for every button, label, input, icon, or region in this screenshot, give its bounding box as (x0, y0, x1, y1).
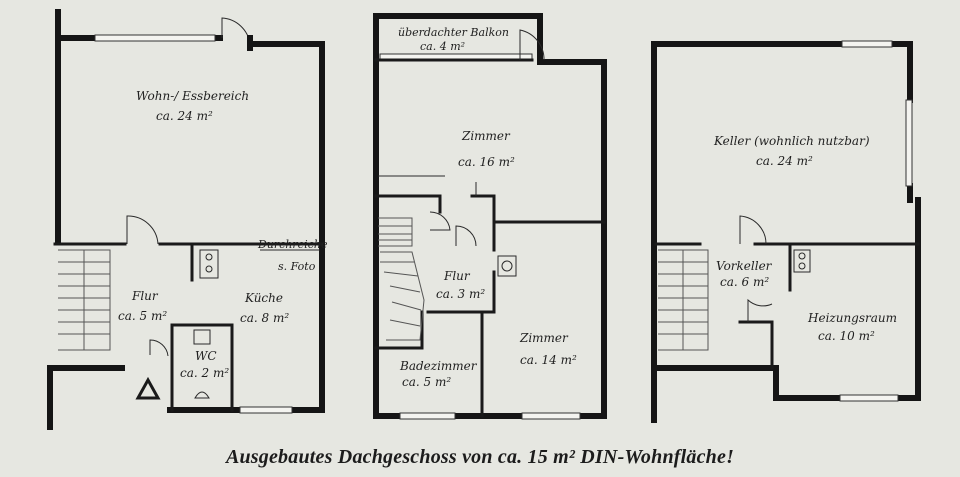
room-area-zimmer1: ca. 16 m² (458, 155, 515, 169)
upper-floor-plan: überdachter Balkon ca. 4 m² Zimmer ca. 1… (373, 13, 607, 420)
staircase-upper (378, 217, 425, 341)
room-name-kueche: Küche (244, 291, 283, 305)
room-area-wc: ca. 2 m² (180, 366, 229, 380)
entrance-marker-icon (135, 376, 161, 400)
note-foto: s. Foto (278, 260, 316, 273)
caption: Ausgebautes Dachgeschoss von ca. 15 m² D… (225, 446, 735, 468)
ground-floor-plan: Wohn-/ Essbereich ca. 24 m² Flur ca. 5 m… (47, 9, 328, 430)
room-name-wc: WC (195, 349, 217, 363)
note-durchreiche: Durchreiche (257, 238, 328, 251)
room-area-balkon: ca. 4 m² (420, 40, 465, 53)
staircase-basement (658, 249, 709, 351)
room-area-kueche: ca. 8 m² (240, 311, 289, 325)
room-area-bad: ca. 5 m² (402, 375, 451, 389)
basement-plan: Keller (wohnlich nutzbar) ca. 24 m² Vork… (651, 40, 921, 423)
room-name-heizung: Heizungsraum (807, 311, 897, 325)
room-name-wohn: Wohn-/ Essbereich (136, 89, 249, 103)
room-area-wohn: ca. 24 m² (156, 109, 213, 123)
room-name-balkon: überdachter Balkon (398, 26, 509, 39)
room-name-vorkeller: Vorkeller (716, 259, 773, 273)
room-area-flur-upper: ca. 3 m² (436, 287, 485, 301)
room-name-keller: Keller (wohnlich nutzbar) (713, 134, 870, 148)
window-top-ground (94, 34, 216, 42)
room-name-flur-upper: Flur (443, 269, 471, 283)
room-area-vorkeller: ca. 6 m² (720, 275, 769, 289)
room-area-zimmer2: ca. 14 m² (520, 353, 577, 367)
staircase-ground (58, 249, 111, 351)
room-name-bad: Badezimmer (399, 359, 478, 373)
room-area-flur: ca. 5 m² (118, 309, 167, 323)
room-name-flur: Flur (131, 289, 159, 303)
room-area-keller: ca. 24 m² (756, 154, 813, 168)
room-area-heizung: ca. 10 m² (818, 329, 875, 343)
room-name-zimmer1: Zimmer (461, 129, 511, 143)
room-name-zimmer2: Zimmer (519, 331, 569, 345)
